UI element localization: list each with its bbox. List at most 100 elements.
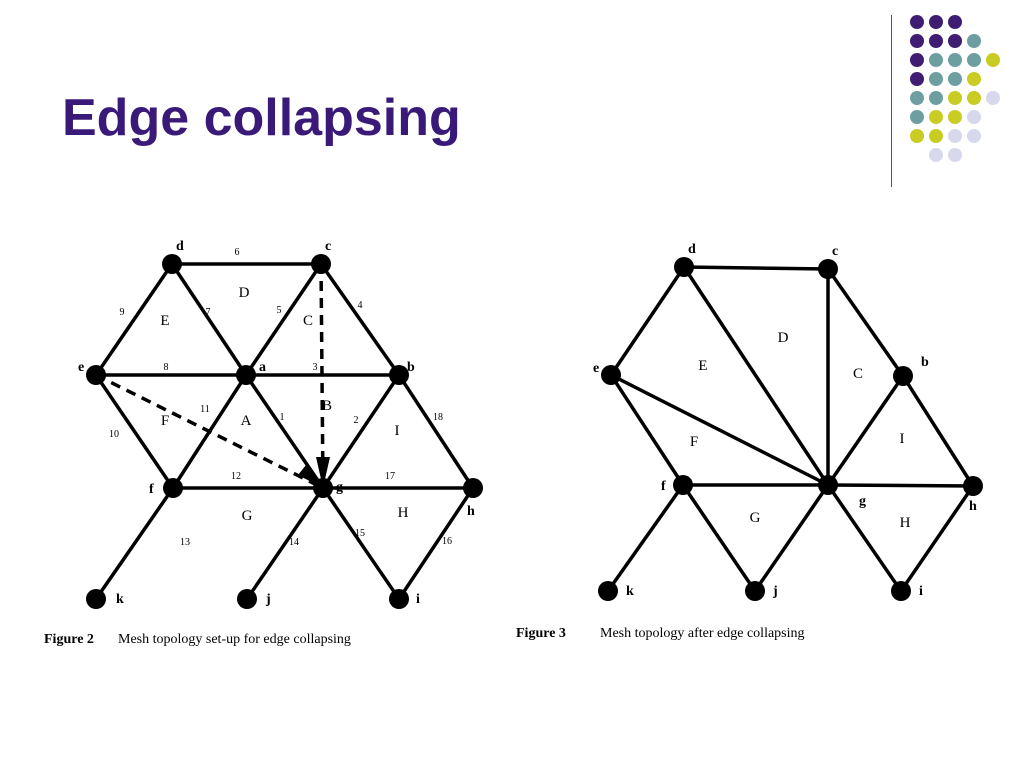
figure-2-caption-text: Mesh topology set-up for edge collapsing [118, 632, 351, 647]
fig3-face-label-E: E [698, 358, 707, 374]
fig2-edge-c-a [244, 263, 323, 376]
fig3-vertex-label-k: k [626, 584, 634, 599]
fig3-vertex-label-g: g [859, 494, 866, 509]
fig2-edge-label-17: 17 [385, 471, 395, 482]
fig2-edge-label-4: 4 [358, 300, 363, 311]
decorative-dot-grid [910, 15, 1000, 162]
fig3-edge-g-h [827, 483, 974, 488]
fig3-edge-e-f [609, 374, 685, 486]
fig3-vertex-k [598, 581, 618, 601]
fig3-edge-c-b [826, 267, 905, 378]
figure-2-vertices [86, 254, 483, 609]
fig2-edge-a-g [244, 374, 325, 489]
fig2-vertex-i [389, 589, 409, 609]
fig2-face-label-A: A [241, 413, 252, 429]
decor-dot [910, 72, 924, 86]
title-divider [891, 15, 892, 187]
fig2-edge-label-13: 13 [180, 537, 190, 548]
decor-dot [967, 72, 981, 86]
fig2-edge-c-b [319, 262, 401, 377]
fig3-edge-f-k [606, 483, 685, 593]
decor-dot [967, 91, 981, 105]
fig2-edge-label-18: 18 [433, 412, 443, 423]
fig2-edge-label-15: 15 [355, 528, 365, 539]
fig3-face-label-I: I [900, 431, 905, 447]
fig2-vertex-label-k: k [116, 592, 124, 607]
decor-dot [967, 34, 981, 48]
fig3-vertex-label-j: j [772, 584, 778, 599]
fig2-face-label-F: F [161, 413, 169, 429]
fig2-edge-label-3: 3 [313, 362, 318, 373]
fig3-vertex-label-h: h [969, 499, 977, 514]
fig3-vertex-d [674, 257, 694, 277]
decor-dot [910, 91, 924, 105]
fig2-vertex-label-b: b [407, 360, 415, 375]
fig2-collapse-path-e-g [95, 373, 324, 490]
decor-dot [929, 148, 943, 162]
fig2-edge-h-i [397, 487, 475, 600]
fig3-face-label-F: F [690, 434, 698, 450]
fig3-edge-d-c [683, 265, 829, 271]
fig2-edge-label-2: 2 [354, 415, 359, 426]
fig3-edge-e-g [610, 373, 829, 487]
fig3-edge-f-j [681, 484, 757, 592]
fig2-face-label-D: D [239, 285, 250, 301]
fig2-edge-d-a [170, 263, 248, 376]
fig2-vertex-f [163, 478, 183, 498]
fig2-vertex-j [237, 589, 257, 609]
figure-3-vertices [598, 257, 983, 601]
fig3-vertex-j [745, 581, 765, 601]
decor-dot [910, 53, 924, 67]
fig2-vertex-label-d: d [176, 239, 184, 254]
fig2-face-label-B: B [322, 398, 332, 414]
figure-3-caption-number: Figure 3 [516, 626, 566, 641]
decor-dot [929, 91, 943, 105]
fig2-edge-label-10: 10 [109, 429, 119, 440]
fig2-vertex-k [86, 589, 106, 609]
fig2-vertex-label-c: c [325, 239, 331, 254]
decor-dot [929, 72, 943, 86]
fig3-vertex-label-c: c [832, 244, 838, 259]
figure-3-caption-text: Mesh topology after edge collapsing [600, 626, 805, 641]
fig2-face-label-H: H [398, 505, 409, 521]
fig3-edge-d-e [609, 266, 686, 376]
decor-dot [929, 15, 943, 29]
fig2-arrowhead-c-g [316, 457, 330, 488]
fig2-face-label-I: I [395, 423, 400, 439]
fig2-edge-b-h [397, 374, 475, 489]
decor-dot [929, 110, 943, 124]
fig2-edge-label-6: 6 [235, 247, 240, 258]
fig2-collapse-path-c-g [319, 263, 325, 489]
fig3-vertex-e [601, 365, 621, 385]
fig2-vertex-label-j: j [265, 592, 271, 607]
decor-dot [910, 129, 924, 143]
decor-dot [948, 53, 962, 67]
figure-2-caption-number: Figure 2 [44, 632, 94, 647]
fig2-vertex-label-a: a [259, 360, 266, 375]
fig2-edge-d-e [94, 263, 174, 376]
fig2-vertex-g [313, 478, 333, 498]
fig2-edge-b-g [321, 374, 401, 489]
decor-dot [910, 110, 924, 124]
decor-dot [910, 15, 924, 29]
fig2-edge-label-5: 5 [277, 305, 282, 316]
fig2-vertex-label-i: i [416, 592, 420, 607]
fig3-edge-g-i [826, 484, 903, 592]
decor-dot [967, 53, 981, 67]
fig2-edge-label-14: 14 [289, 537, 299, 548]
decor-dot [948, 34, 962, 48]
fig3-vertex-label-b: b [921, 355, 929, 370]
fig2-vertex-b [389, 365, 409, 385]
fig2-vertex-c [311, 254, 331, 274]
fig2-edge-g-i [321, 487, 401, 600]
fig3-vertex-label-i: i [919, 584, 923, 599]
fig2-vertex-label-e: e [78, 360, 84, 375]
fig3-edge-h-i [899, 485, 975, 592]
decor-dot [986, 91, 1000, 105]
fig3-vertex-i [891, 581, 911, 601]
decor-dot [929, 129, 943, 143]
decor-dot [948, 72, 962, 86]
fig3-face-label-H: H [900, 515, 911, 531]
